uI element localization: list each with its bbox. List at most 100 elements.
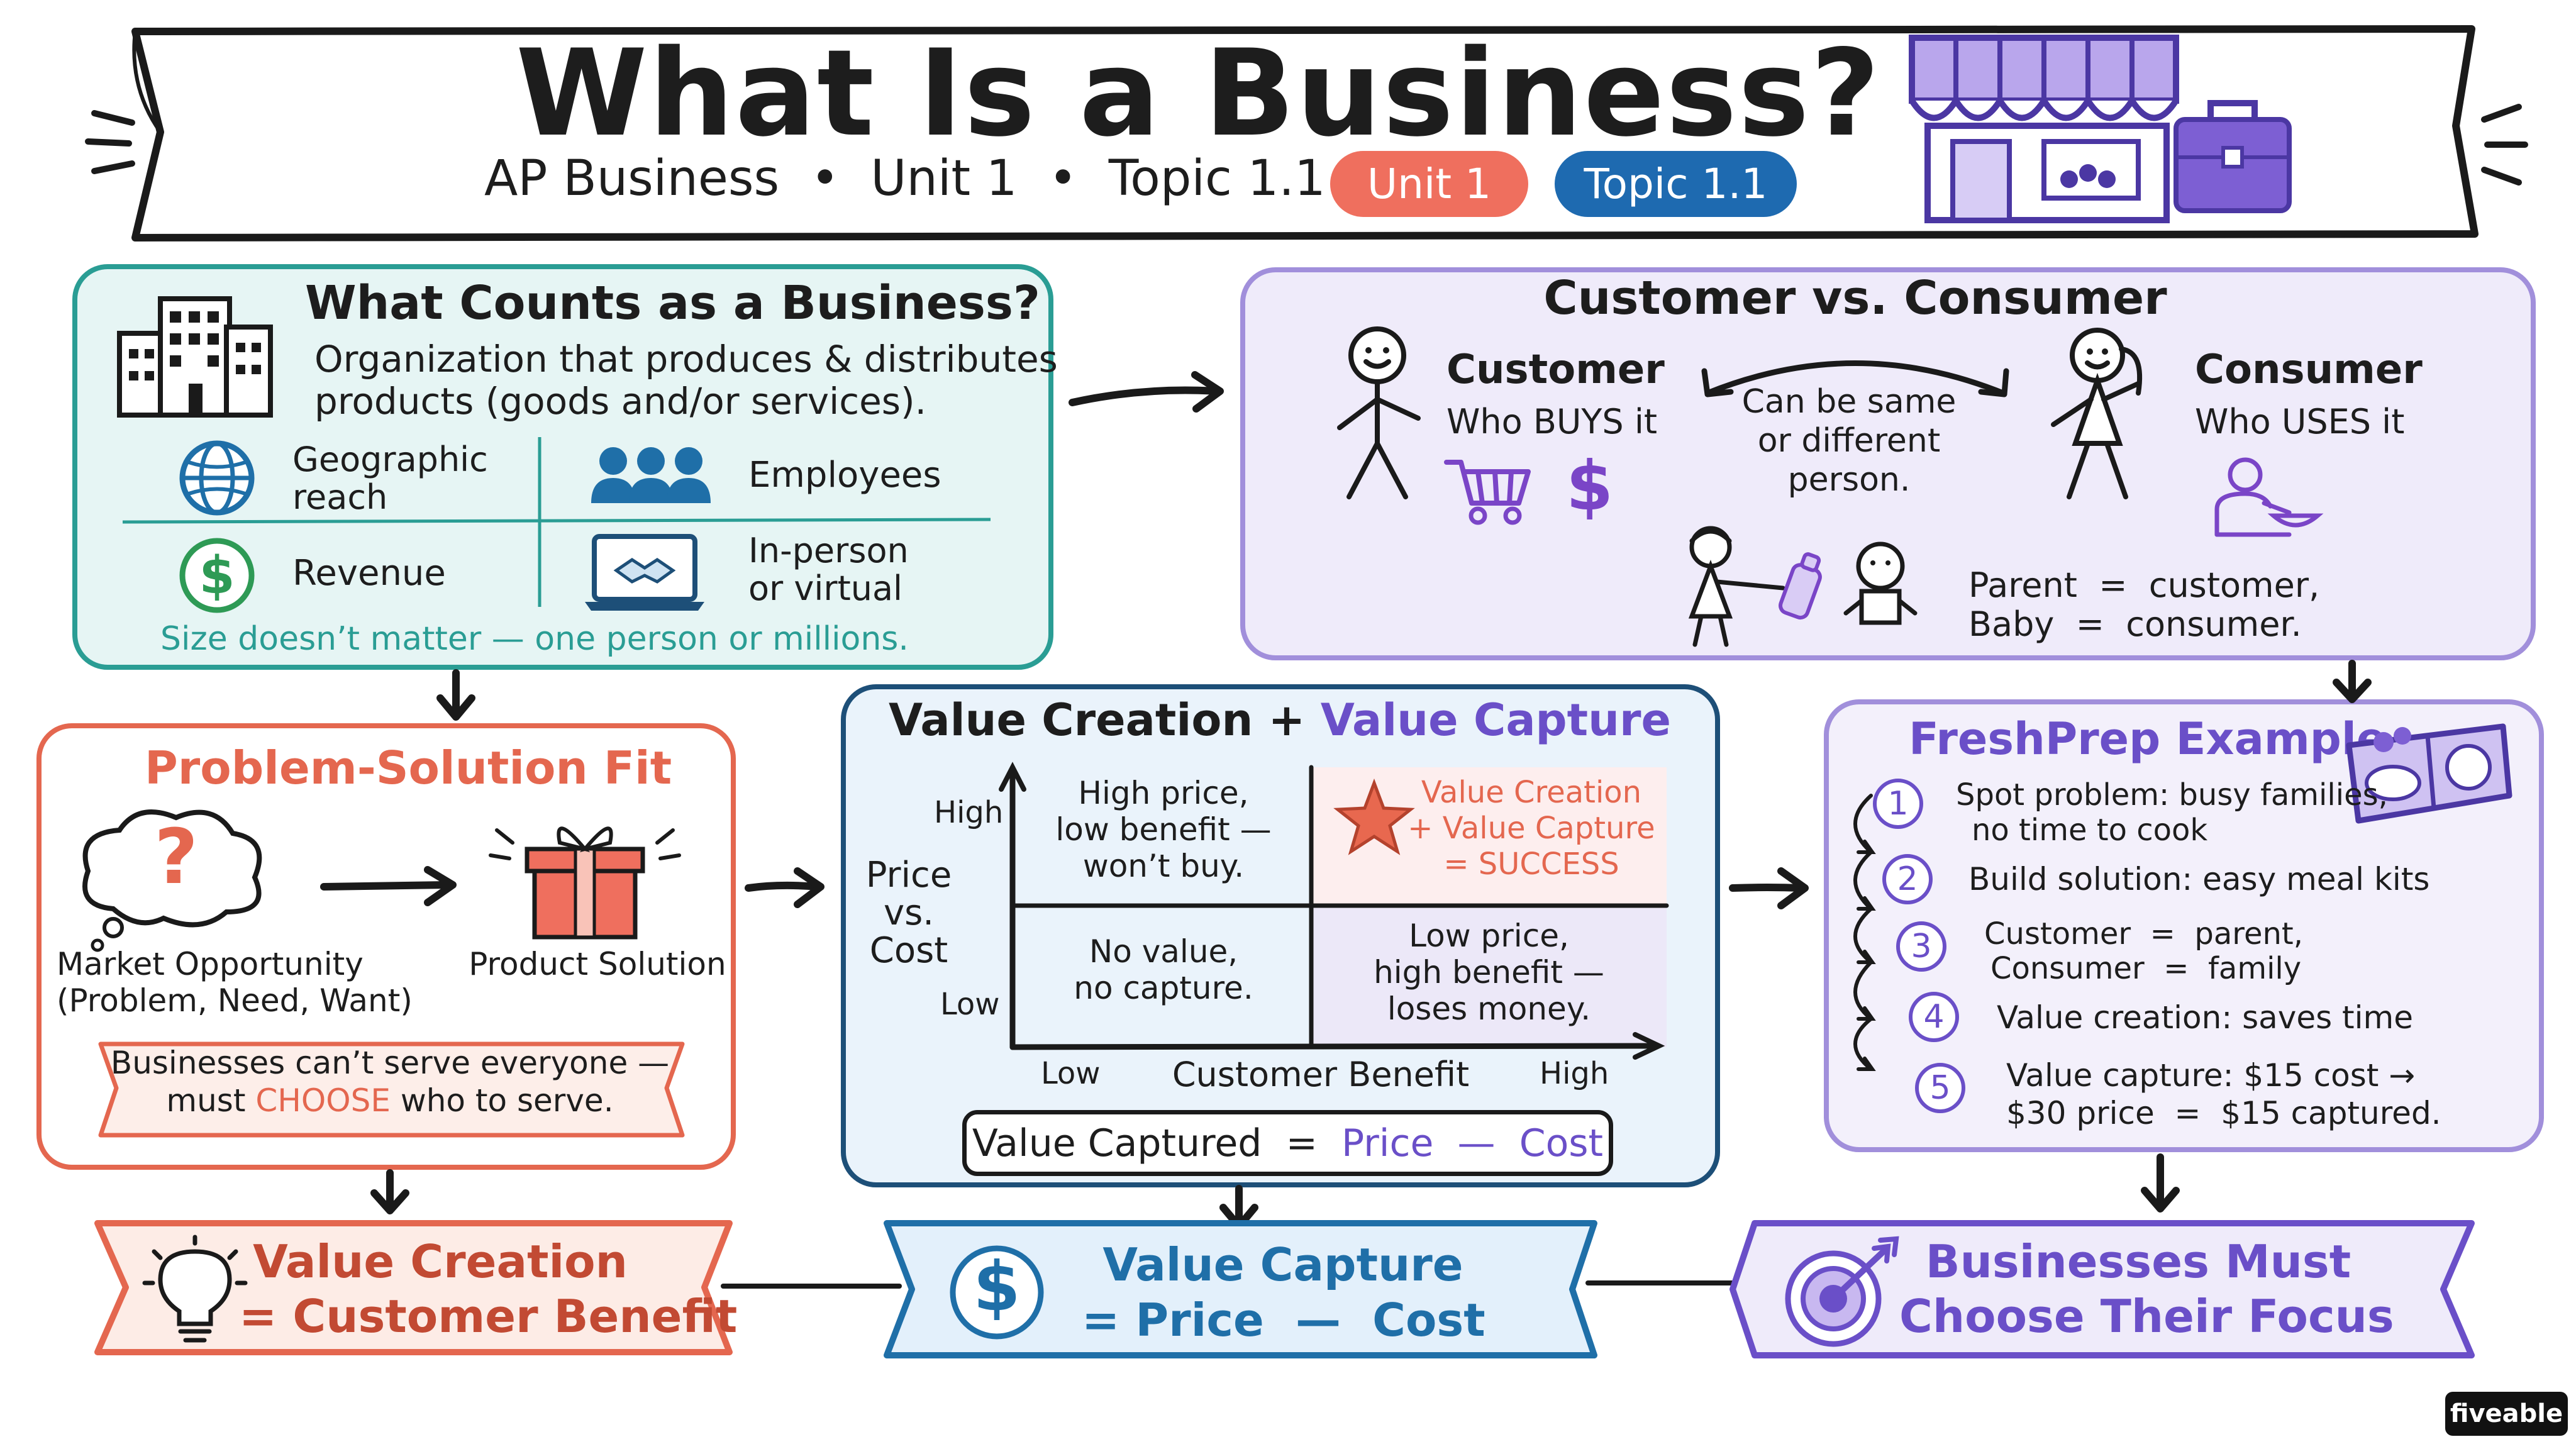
step-4-line-1: Value creation: saves time (1997, 999, 2414, 1036)
quadrant-top-left-1: High price, (1078, 775, 1249, 811)
value-capture-banner-line-2: = Price — Cost (1082, 1294, 1485, 1346)
consumer-desc: Who USES it (2195, 402, 2405, 441)
value-creation-banner-line-2: = Customer Benefit (239, 1290, 738, 1343)
geographic-reach-label-2: reach (292, 477, 388, 517)
gift-box-icon (489, 826, 681, 940)
y-axis-high: High (934, 795, 1004, 830)
step-number-5: 5 (1915, 1063, 1965, 1113)
same-or-different-line-1: Can be same (1741, 383, 1957, 421)
product-solution-label: Product Solution (469, 946, 726, 982)
question-mark-icon: ? (154, 814, 198, 901)
page-title: What Is a Business? (516, 24, 1882, 163)
unit-badge: Unit 1 (1330, 151, 1528, 217)
customer-stick-figure-icon (1337, 326, 1421, 499)
choose-ribbon (98, 1041, 685, 1138)
value-captured-formula: Value Captured = Price — Cost (962, 1110, 1613, 1176)
x-axis-low: Low (1041, 1056, 1101, 1091)
customer-consumer-title: Customer vs. Consumer (1543, 271, 2167, 325)
value-creation-banner (94, 1220, 733, 1355)
people-icon (591, 447, 711, 503)
choose-focus-line-1: Businesses Must (1925, 1235, 2351, 1288)
step-number-3: 3 (1896, 921, 1946, 972)
quadrant-top-left-2: low benefit — (1055, 811, 1272, 848)
quadrant-top-right-1: Value Creation (1421, 775, 1642, 810)
x-axis-high: High (1540, 1056, 1609, 1091)
freshprep-title: FreshPrep Example (1909, 713, 2387, 765)
in-person-label: In-person (748, 531, 909, 570)
choose-focus-banner (1729, 1220, 2475, 1358)
employees-label: Employees (748, 455, 941, 496)
quadrant-bottom-left-1: No value, (1089, 933, 1238, 970)
storefront-icon (1909, 35, 2179, 223)
fiveable-logo: fiveable (2445, 1392, 2568, 1436)
in-person-label-2: or virtual (748, 569, 903, 608)
value-creation-banner-line-1: Value Creation (253, 1235, 628, 1288)
step-3-line-1: Customer = parent, (1984, 916, 2303, 952)
same-or-different-line-2: or different (1757, 422, 1941, 460)
parent-example: Parent = customer, (1968, 565, 2320, 605)
value-matrix-title: Value Creation + Value Capture (889, 694, 1671, 746)
customer-dollar-icon: $ (1566, 447, 1614, 526)
globe-icon (179, 440, 255, 516)
baby-example: Baby = consumer. (1968, 604, 2302, 644)
consumer-label: Consumer (2195, 347, 2423, 393)
choose-focus-line-2: Choose Their Focus (1899, 1290, 2394, 1343)
step-5-line-1: Value capture: $15 cost → (2006, 1057, 2416, 1094)
step-5-line-2: $30 price = $15 captured. (2006, 1095, 2441, 1131)
quadrant-bottom-right-3: loses money. (1387, 991, 1591, 1027)
freshprep-connector (1853, 794, 1876, 1071)
thought-cloud-icon (82, 809, 262, 952)
topic-badge: Topic 1.1 (1555, 151, 1797, 217)
value-capture-banner (884, 1220, 1597, 1358)
briefcase-icon (2174, 100, 2292, 213)
lightbulb-icon (142, 1235, 248, 1343)
dollar-icon: $ (179, 538, 255, 613)
definition-line-2: products (goods and/or services). (314, 380, 927, 423)
x-axis-label: Customer Benefit (1172, 1055, 1470, 1094)
y-axis-label-1: Price (865, 855, 952, 896)
step-2-line-1: Build solution: easy meal kits (1968, 861, 2430, 897)
quadrant-top-right-3: = SUCCESS (1443, 847, 1619, 882)
customer-desc: Who BUYS it (1446, 402, 1657, 441)
page-subtitle: AP Business • Unit 1 • Topic 1.1 (484, 150, 1326, 207)
meal-kit-icon (2346, 723, 2512, 824)
step-number-1: 1 (1873, 779, 1923, 829)
choose-highlight: CHOOSE (255, 1082, 391, 1119)
definition-line-1: Organization that produces & distributes (314, 338, 1058, 380)
size-note: Size doesn’t matter — one person or mill… (160, 620, 909, 658)
shopping-cart-icon (1444, 460, 1531, 525)
y-axis-low: Low (940, 987, 1000, 1022)
step-number-4: 4 (1909, 992, 1959, 1042)
buildings-icon (117, 296, 273, 418)
revenue-label: Revenue (292, 553, 446, 594)
value-capture-banner-line-1: Value Capture (1102, 1238, 1463, 1291)
y-axis-label-2: vs. (883, 892, 935, 933)
step-number-2: 2 (1882, 854, 1933, 904)
geographic-reach-label: Geographic (292, 440, 488, 479)
laptop-handshake-icon (585, 534, 704, 611)
quadrant-bottom-right-bg (1311, 906, 1667, 1047)
star-icon (1333, 778, 1415, 855)
choose-note-line-1: Businesses can’t serve everyone — (110, 1045, 670, 1081)
quadrant-bottom-right-1: Low price, (1409, 918, 1569, 954)
person-eating-icon (2214, 457, 2324, 537)
same-or-different-line-3: person. (1787, 461, 1911, 499)
arrow-opportunity-to-solution (320, 866, 457, 906)
y-axis-label-3: Cost (869, 930, 948, 971)
target-icon (1785, 1236, 1899, 1347)
step-1-line-2: no time to cook (1972, 813, 2208, 848)
parent-feeding-baby-icon (1688, 526, 1918, 647)
consumer-stick-figure-icon (2051, 328, 2143, 499)
capture-dollar-circle (950, 1245, 1044, 1340)
customer-label: Customer (1446, 347, 1665, 393)
capture-dollar-icon: $ (973, 1248, 1021, 1326)
svg-text:$: $ (199, 546, 235, 606)
quadrant-top-left-3: won’t buy. (1082, 848, 1245, 884)
quadrant-bottom-left-2: no capture. (1074, 970, 1253, 1006)
problem-solution-title: Problem-Solution Fit (145, 741, 672, 794)
header-banner (85, 25, 2528, 242)
step-1-line-1: Spot problem: busy families, (1956, 777, 2388, 813)
